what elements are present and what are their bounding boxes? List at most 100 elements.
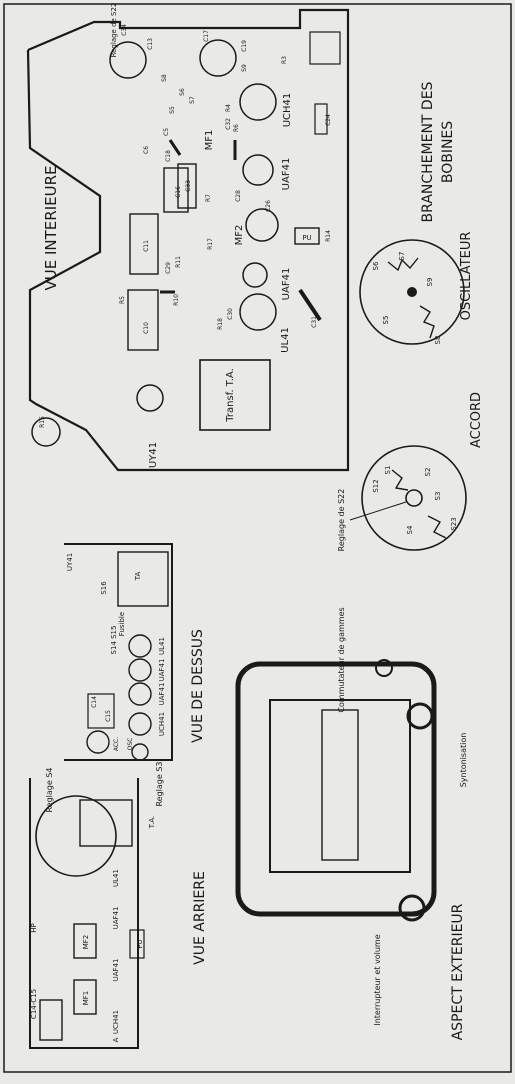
label-c10: C10 <box>143 322 150 334</box>
label-osc-s6: S6 <box>372 261 380 270</box>
top-label-osc: OSC <box>127 738 134 751</box>
label-r14: R14 <box>325 230 332 242</box>
label-c29: C29 <box>165 262 172 274</box>
band-switch-knob[interactable] <box>375 659 393 677</box>
label-c11: C11 <box>143 240 150 252</box>
exterior-view <box>235 659 437 922</box>
label-s6: S6 <box>179 88 186 96</box>
label-r3: R3 <box>281 56 288 64</box>
label-band-switch: Commutateur de gammes <box>337 607 346 712</box>
title-oscillator: OSCILLATEUR <box>459 232 474 321</box>
top-tube-uch41 <box>128 712 152 736</box>
label-accord-s1: S1 <box>384 466 392 475</box>
ta-terminal <box>309 31 341 65</box>
rear-mf2 <box>73 923 97 959</box>
label-tuning: Syntonisation <box>459 733 468 788</box>
tube-uch41-socket <box>239 83 277 121</box>
pu-socket <box>294 227 320 245</box>
oscillator-winding-a <box>387 257 419 272</box>
top-label-acc: ACC. <box>113 737 120 751</box>
top-adjust-s4-knob <box>86 730 110 754</box>
label-c19: C19 <box>241 40 248 52</box>
rear-pu-socket <box>129 929 145 959</box>
rear-label-hp: HP <box>30 923 38 933</box>
label-uch41-interior: UCH41 <box>282 93 293 128</box>
transformer-ta-block <box>199 359 271 431</box>
label-r4: R4 <box>225 104 232 112</box>
accord-winding-a <box>391 469 409 491</box>
top-ta-block <box>117 551 169 607</box>
accord-coil-center <box>405 489 423 507</box>
label-accord-s4: S4 <box>406 525 414 534</box>
accord-coil-disc <box>361 445 467 551</box>
volume-knob[interactable] <box>398 894 426 922</box>
label-accord-s3: S3 <box>434 492 442 501</box>
label-c24: C24 <box>325 114 332 126</box>
top-label-fusible: Fusible <box>118 612 126 636</box>
r15-potentiometer <box>31 417 61 447</box>
variable-cap-socket <box>109 41 147 79</box>
rear-label-uch41: UCH41 <box>112 1010 120 1034</box>
top-tube-ul41 <box>128 634 152 658</box>
label-r10: R10 <box>173 294 180 306</box>
title-coils-line2: BOBINES <box>440 121 456 183</box>
cabinet-grille <box>269 699 411 873</box>
rear-label-ta: T.A. <box>148 816 156 830</box>
label-osc-s7: S7 <box>398 252 406 261</box>
label-uy41-interior: UY41 <box>148 442 159 468</box>
label-uaf41-interior-a: UAF41 <box>281 268 292 301</box>
label-s5: S5 <box>169 106 176 114</box>
accord-winding-b <box>427 515 447 539</box>
label-pu-interior: PU <box>302 234 311 242</box>
top-tube-uaf41-b <box>128 658 152 682</box>
label-osc-s9: S9 <box>426 278 434 287</box>
interior-view <box>26 8 350 472</box>
label-r7: R7 <box>205 194 212 202</box>
top-label-adjust-s3: Reglage S3 <box>155 761 164 806</box>
top-label-uy41: UY41 <box>66 553 74 571</box>
label-transformer: Transf. T.A. <box>225 368 236 423</box>
label-r6: R6 <box>233 124 240 132</box>
rear-c14-c15-block <box>39 999 63 1041</box>
label-r17: R17 <box>207 238 214 250</box>
cabinet-outline <box>235 661 437 917</box>
top-label-ta: TA <box>134 572 142 582</box>
label-c31: C31 <box>311 316 318 328</box>
tube-uy41-socket <box>136 384 164 412</box>
title-interior: VUE INTERIEURE <box>42 166 60 291</box>
title-exterior: ASPECT EXTERIEUR <box>450 903 466 1040</box>
resistor-c18 <box>168 139 182 156</box>
top-tube-uaf41-a <box>128 682 152 706</box>
title-rear: VUE ARRIERE <box>192 871 208 965</box>
rear-chassis <box>29 778 139 1049</box>
label-c28: C28 <box>235 190 242 202</box>
interior-chassis-outline <box>26 8 350 472</box>
top-c14-c15 <box>87 693 115 729</box>
label-mf2-interior: MF2 <box>234 225 245 246</box>
adjust-s22-leader <box>349 501 407 521</box>
tube-uaf41-a-socket <box>242 262 268 288</box>
label-s9: S9 <box>241 64 248 72</box>
label-accord-s23: S23 <box>450 517 458 530</box>
title-accord: ACCORD <box>469 392 484 448</box>
tuning-knob[interactable] <box>406 702 434 730</box>
rear-label-mf2: MF2 <box>82 935 90 950</box>
label-ul41-interior: UL41 <box>280 327 291 353</box>
top-label-s14-s15: S14 S15 <box>110 626 118 655</box>
label-osc-s8: S8 <box>434 336 442 345</box>
rear-label-uaf41-b: UAF41 <box>112 907 120 930</box>
top-label-uaf41-b: UAF41 <box>158 683 166 706</box>
label-r11: R11 <box>175 256 182 268</box>
label-c30: C30 <box>227 308 234 320</box>
label-s8: S8 <box>161 74 168 82</box>
top-label-uaf41-a: UAF41 <box>158 659 166 682</box>
rear-label-c14-c15: C14-C15 <box>30 989 38 1019</box>
label-c13: C13 <box>147 38 154 50</box>
label-uaf41-interior-b: UAF41 <box>281 158 292 191</box>
label-c17: C17 <box>203 30 210 42</box>
rear-speaker <box>35 795 117 877</box>
label-mf1-interior: MF1 <box>204 130 215 151</box>
top-label-c14: C14 <box>91 696 98 708</box>
top-adjust-s3-knob <box>131 743 149 761</box>
